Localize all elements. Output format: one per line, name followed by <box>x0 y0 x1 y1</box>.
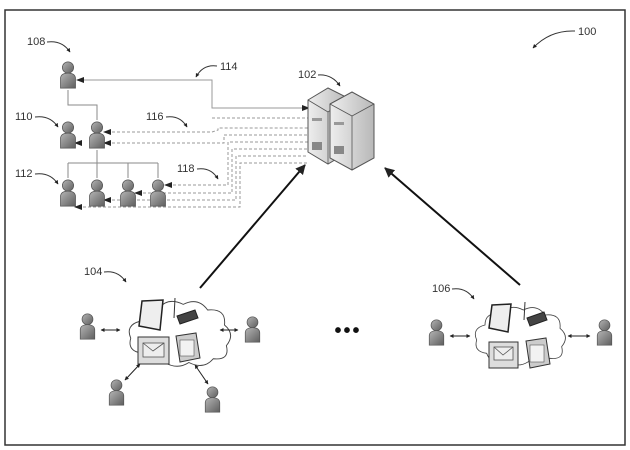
server-links <box>78 79 308 208</box>
arrow-106-to-server <box>384 167 521 286</box>
svg-text:110: 110 <box>15 111 33 123</box>
svg-text:100: 100 <box>578 26 596 38</box>
person-icon <box>596 319 613 346</box>
person-icon <box>108 379 125 406</box>
person-icon <box>60 121 76 149</box>
ref-104: 104 <box>84 266 127 283</box>
svg-text:106: 106 <box>432 283 450 295</box>
phone-icon <box>523 301 548 327</box>
svg-text:118: 118 <box>177 163 195 175</box>
link-114 <box>78 79 308 109</box>
figure-frame <box>4 9 626 446</box>
link-arrowheads <box>74 77 310 210</box>
person-icon <box>244 316 261 343</box>
ref-116: 116 <box>146 111 188 128</box>
ref-110: 110 <box>15 111 59 128</box>
svg-text:108: 108 <box>27 36 45 48</box>
person-icon <box>79 313 96 340</box>
server-icon <box>307 87 375 171</box>
person-icon <box>204 386 221 413</box>
email-icon <box>488 341 519 369</box>
svg-text:114: 114 <box>220 61 238 73</box>
svg-text:116: 116 <box>146 111 164 123</box>
tablet-icon <box>138 299 164 331</box>
hierarchy-tree-lines <box>67 90 159 178</box>
person-icon <box>89 179 105 207</box>
computer-icon <box>175 332 201 363</box>
cluster-106 <box>428 301 613 369</box>
svg-text:112: 112 <box>15 168 33 180</box>
computer-icon <box>525 337 551 369</box>
link-116 <box>107 127 308 133</box>
ellipsis: ••• <box>334 320 361 342</box>
ref-106: 106 <box>432 283 475 300</box>
person-icon <box>60 61 76 89</box>
person-icon <box>60 179 76 207</box>
tier-108-users <box>60 61 76 89</box>
svg-text:104: 104 <box>84 266 102 278</box>
ref-112: 112 <box>15 168 59 185</box>
ref-108: 108 <box>27 36 71 53</box>
link-118 <box>168 141 308 186</box>
phone-icon <box>173 297 199 325</box>
svg-text:102: 102 <box>298 69 316 81</box>
person-icon <box>428 319 445 346</box>
ref-100: 100 <box>532 26 596 49</box>
person-icon <box>89 121 105 149</box>
leader-arrow-100 <box>532 30 576 49</box>
email-icon <box>137 336 170 365</box>
arrow-104-to-server <box>199 164 306 289</box>
ref-118: 118 <box>177 163 219 180</box>
tablet-icon <box>488 303 512 333</box>
ref-114: 114 <box>195 61 238 78</box>
person-icon <box>120 179 136 207</box>
ref-102: 102 <box>298 69 341 87</box>
cluster-104 <box>79 297 261 413</box>
person-icon <box>150 179 166 207</box>
